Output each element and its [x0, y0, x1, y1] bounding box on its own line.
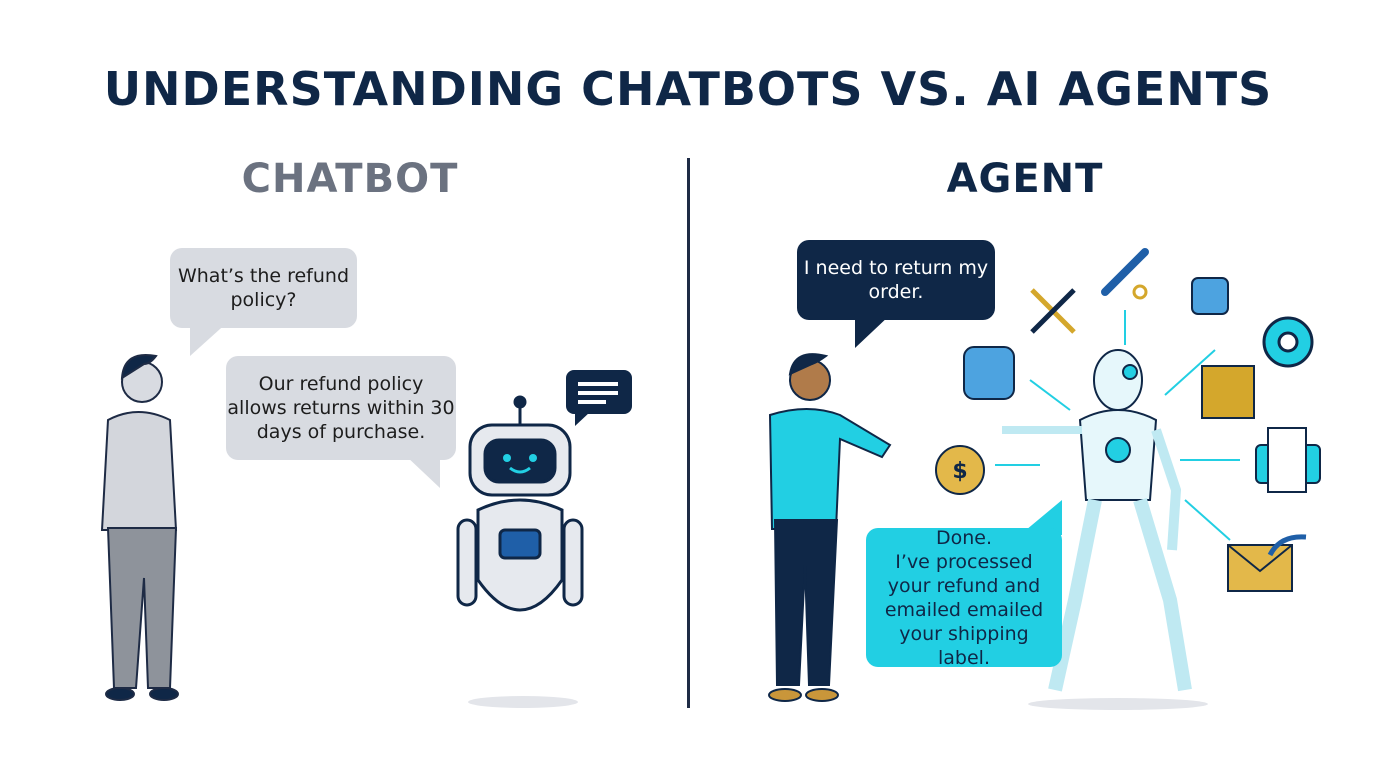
chat-icon — [566, 370, 632, 426]
arrow-icons — [995, 310, 1240, 541]
bubble-tail — [190, 320, 230, 356]
money-bag-icon: $ — [935, 445, 985, 495]
chatbot-heading: CHATBOT — [241, 156, 459, 202]
chatbot-robot-icon — [456, 395, 584, 708]
agent-reply-title: Done. — [935, 526, 993, 549]
printer-icon — [1255, 427, 1321, 493]
user-question-bubble: What’s the refund policy? — [170, 248, 357, 328]
person-icon — [100, 354, 179, 701]
agent-user-request-bubble: I need to return my order. — [797, 240, 995, 320]
svg-text:$: $ — [952, 459, 967, 484]
settings-gear-icon — [1262, 316, 1314, 368]
page-title: UNDERSTANDING CHATBOTS VS. AI AGENTS — [103, 62, 1273, 116]
agent-heading: AGENT — [946, 156, 1104, 202]
chatbot-reply-bubble: Our refund policy allows returns within … — [226, 356, 456, 460]
person-icon — [768, 353, 892, 702]
bubble-tail — [405, 455, 440, 488]
gear-icon — [1132, 284, 1148, 300]
agent-reply-bubble: Done. I’ve processed your refund and ema… — [866, 526, 1062, 669]
agent-reply-text: I’ve processed your refund and emailed e… — [884, 550, 1044, 669]
divider — [687, 158, 690, 708]
tools-icon — [1030, 288, 1076, 334]
envelope-icon — [1227, 534, 1307, 592]
agent-robot-icon — [1002, 349, 1208, 710]
bubble-tail — [855, 315, 890, 348]
database-icon — [1191, 277, 1229, 315]
bubble-tail — [1020, 500, 1062, 535]
wrench-icon — [1101, 248, 1149, 296]
database-icon — [963, 346, 1015, 400]
box-icon — [1201, 365, 1255, 419]
